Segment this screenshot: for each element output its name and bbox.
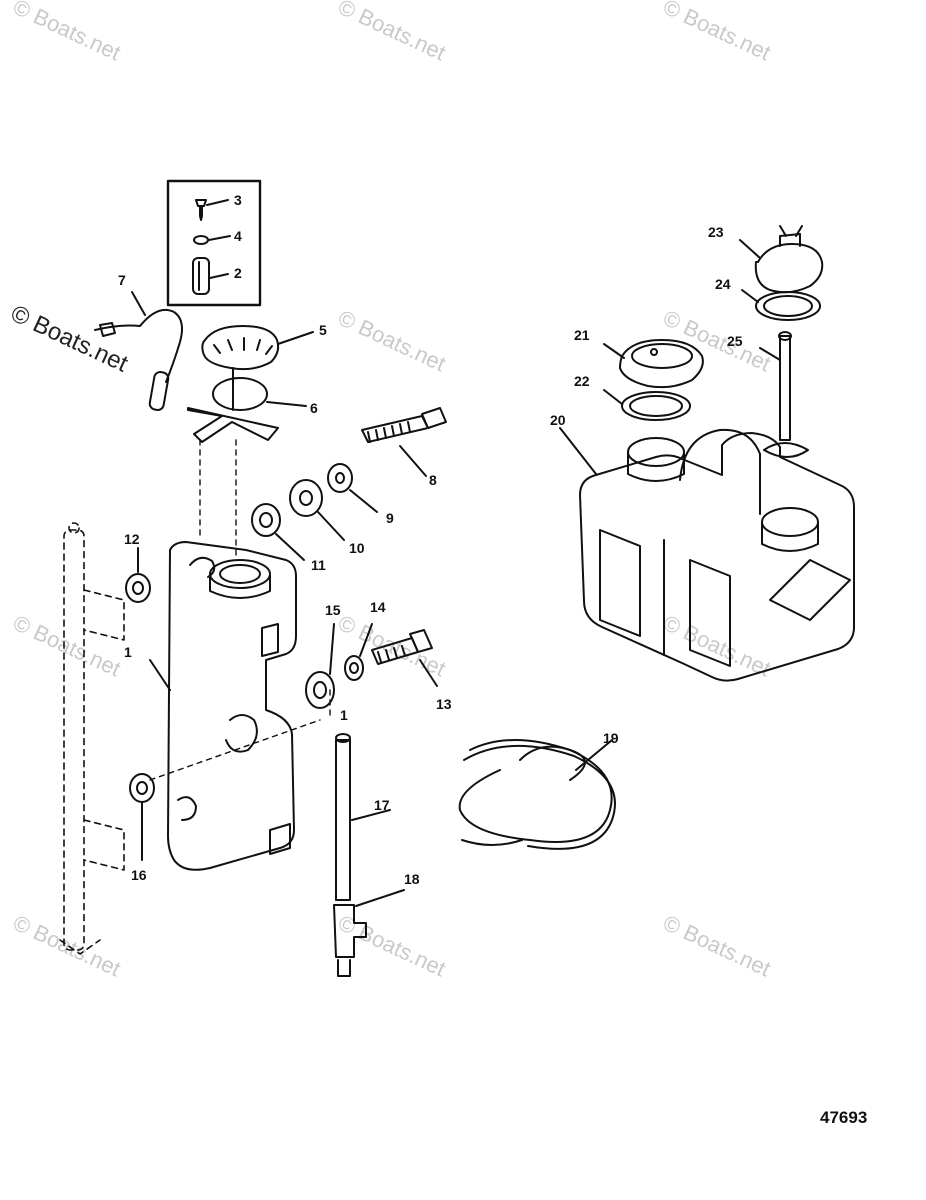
part-gasket-22: [603, 389, 691, 421]
part-cap-21: [603, 339, 704, 389]
part-sleeve-2: [192, 257, 229, 295]
callout-19: 19: [603, 730, 619, 746]
part-gasket-24: [741, 289, 821, 321]
part-grommet-12: [125, 547, 151, 603]
callout-10: 10: [349, 540, 365, 556]
part-hose-19: [458, 739, 616, 850]
callout-15: 15: [325, 602, 341, 618]
callout-16: 16: [131, 867, 147, 883]
part-grommet-10: [289, 479, 345, 541]
part-washer-14: [344, 623, 373, 681]
figure-number: 47693: [820, 1108, 868, 1127]
callout-3: 3: [234, 192, 242, 208]
callout-1-tube: 1: [340, 707, 348, 723]
part-bolt-8: [361, 407, 447, 477]
part-grommet-15: [305, 623, 335, 709]
part-screw-3: [195, 199, 229, 221]
part-cap-5: [201, 325, 314, 371]
callout-13: 13: [436, 696, 452, 712]
part-fitting-18: [333, 889, 405, 977]
callout-8: 8: [429, 472, 437, 488]
part-pickup-tube-17: [335, 733, 391, 901]
callout-2: 2: [234, 265, 242, 281]
part-fuel-line-7: [94, 291, 183, 411]
mounting-bracket: [59, 522, 125, 955]
callout-18: 18: [404, 871, 420, 887]
callout-21: 21: [574, 327, 590, 343]
callout-20: 20: [550, 412, 566, 428]
part-bushing-11: [251, 503, 305, 561]
part-nut-9: [327, 463, 378, 513]
part-double-tank-20: [559, 427, 855, 682]
callout-4: 4: [234, 228, 242, 244]
part-gauge-6: [187, 367, 307, 443]
callout-12: 12: [124, 531, 140, 547]
part-washer-4: [193, 235, 231, 245]
callout-6: 6: [310, 400, 318, 416]
callout-25: 25: [727, 333, 743, 349]
callout-7: 7: [118, 272, 126, 288]
callout-5: 5: [319, 322, 327, 338]
kit-box: [166, 179, 262, 307]
callout-11: 11: [311, 557, 326, 573]
part-fuel-tank-1: [149, 541, 297, 871]
part-sender-25: [759, 331, 809, 458]
callout-22: 22: [574, 373, 590, 389]
part-cap-23: [739, 225, 824, 294]
callout-17: 17: [374, 797, 390, 813]
callout-9: 9: [386, 510, 394, 526]
callout-24: 24: [715, 276, 731, 292]
part-grommet-16: [129, 773, 155, 861]
part-bolt-13: [371, 629, 438, 687]
callout-1-tank: 1: [124, 644, 132, 660]
callout-14: 14: [370, 599, 386, 615]
callout-23: 23: [708, 224, 724, 240]
